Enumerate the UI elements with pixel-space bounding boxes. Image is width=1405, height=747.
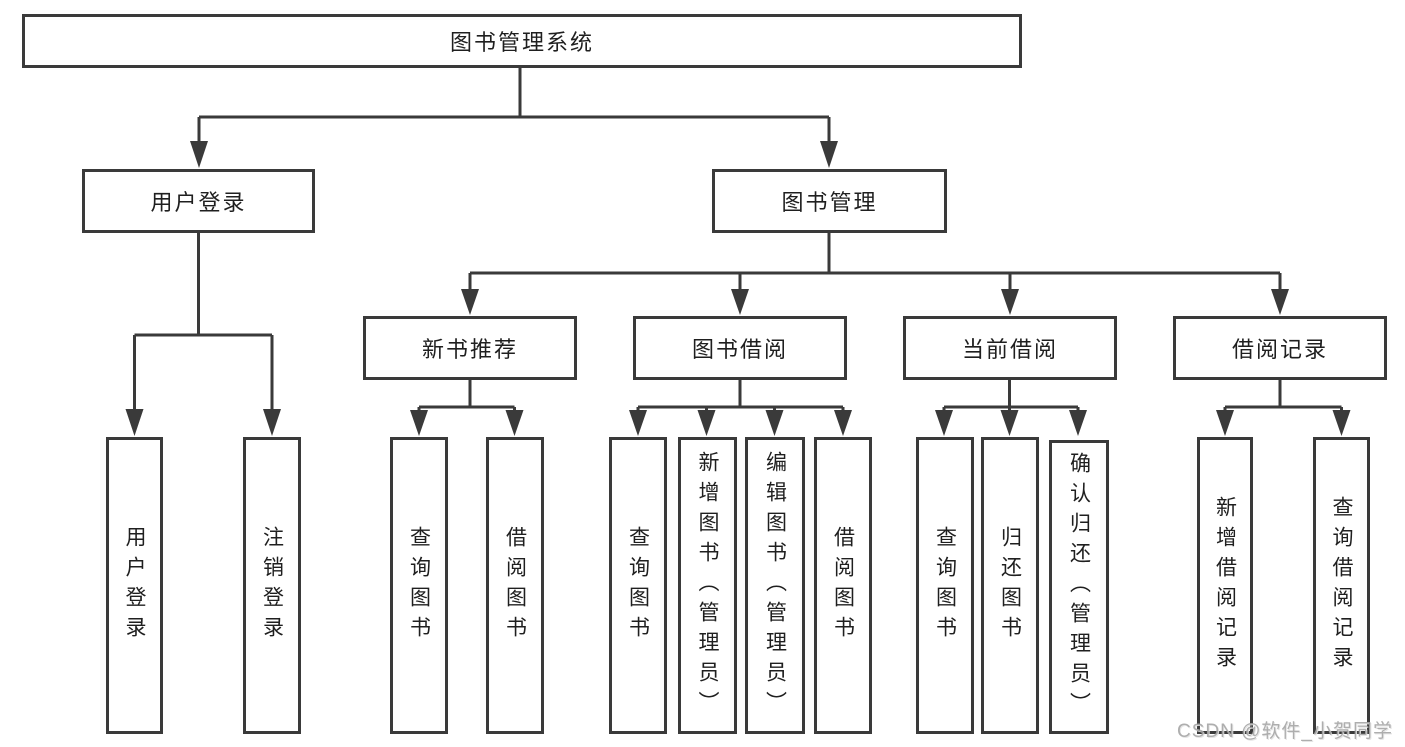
watermark: CSDN @软件_小贺同学 [1177, 721, 1393, 742]
node-leaf-query-book-recommend-label: 查询图书 [407, 525, 431, 646]
node-user-login-label: 用户登录 [150, 190, 247, 215]
node-leaf-user-login-label: 用户登录 [123, 525, 146, 646]
node-leaf-borrow-book-label: 借阅图书 [831, 525, 855, 646]
node-root-system: 图书管理系统 [22, 14, 1022, 68]
node-leaf-borrow-book-recommend: 借阅图书 [486, 437, 544, 734]
node-leaf-query-book-borrow: 查询图书 [609, 437, 667, 734]
node-leaf-query-borrow-record-label: 查询借阅记录 [1330, 495, 1353, 676]
node-leaf-borrow-book-recommend-label: 借阅图书 [503, 525, 527, 646]
node-leaf-confirm-return-admin-label: 确认归还（管理员） [1067, 452, 1091, 722]
node-leaf-query-book-borrow-label: 查询图书 [626, 525, 650, 646]
node-leaf-query-book-current-label: 查询图书 [933, 525, 957, 646]
node-leaf-logout: 注销登录 [243, 437, 301, 734]
node-new-book-recommend: 新书推荐 [363, 316, 577, 380]
node-book-borrow-label: 图书借阅 [691, 337, 788, 362]
node-borrow-records-label: 借阅记录 [1231, 337, 1328, 362]
node-leaf-edit-book-admin-label: 编辑图书（管理员） [763, 450, 787, 721]
node-book-management: 图书管理 [712, 169, 947, 233]
node-leaf-query-book-recommend: 查询图书 [390, 437, 448, 734]
node-book-borrow: 图书借阅 [633, 316, 847, 380]
node-current-borrow: 当前借阅 [903, 316, 1117, 380]
node-leaf-edit-book-admin: 编辑图书（管理员） [745, 437, 805, 734]
node-new-book-recommend-label: 新书推荐 [421, 337, 518, 362]
node-leaf-add-borrow-record-label: 新增借阅记录 [1213, 495, 1237, 676]
node-leaf-user-login: 用户登录 [106, 437, 163, 734]
node-leaf-logout-label: 注销登录 [260, 525, 284, 646]
node-leaf-query-book-current: 查询图书 [916, 437, 974, 734]
node-user-login: 用户登录 [82, 169, 315, 233]
node-leaf-return-book: 归还图书 [981, 437, 1039, 734]
node-leaf-confirm-return-admin: 确认归还（管理员） [1049, 440, 1109, 734]
node-leaf-query-borrow-record: 查询借阅记录 [1313, 437, 1370, 734]
node-leaf-return-book-label: 归还图书 [998, 525, 1022, 646]
node-leaf-borrow-book: 借阅图书 [814, 437, 872, 734]
node-root-system-label: 图书管理系统 [449, 30, 594, 55]
node-leaf-add-book-admin: 新增图书（管理员） [678, 437, 737, 734]
node-book-management-label: 图书管理 [781, 190, 878, 215]
node-leaf-add-book-admin-label: 新增图书（管理员） [696, 450, 719, 721]
node-current-borrow-label: 当前借阅 [961, 337, 1058, 362]
node-borrow-records: 借阅记录 [1173, 316, 1387, 380]
node-leaf-add-borrow-record: 新增借阅记录 [1197, 437, 1253, 734]
